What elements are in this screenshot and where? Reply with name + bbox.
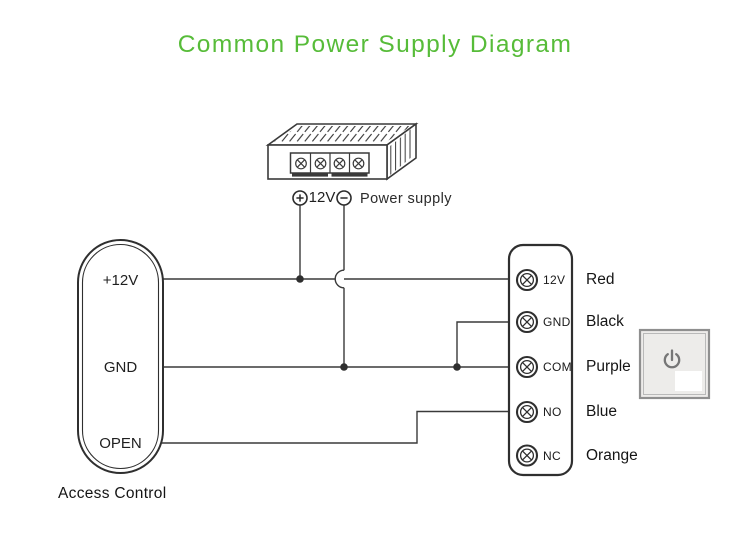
wire-open [162,410,510,444]
power-supply-box [265,122,419,181]
junction-dot [453,363,461,371]
access-terminal-12v: +12V [102,272,139,289]
terminal-label-gnd: GND [543,315,571,329]
wire-crossover-hop [334,269,345,289]
minus-terminal-icon [336,190,352,206]
screw-terminal-icon [515,355,539,379]
wire-color-red: Red [586,271,615,288]
terminal-strip-base [292,173,328,177]
wire-color-blue: Blue [586,403,618,420]
power-icon [663,349,681,369]
junction-dot [340,363,348,371]
terminal-label-no: NO [543,405,562,419]
access-terminal-open: OPEN [99,435,142,452]
access-control-device [77,239,164,474]
screw-terminal-icon [515,310,539,334]
junction-dots [296,275,461,371]
screw-terminal-icon [515,444,539,467]
wire-color-orange: Orange [586,446,638,464]
plus-terminal-icon [292,190,308,206]
terminal-label-nc: NC [543,448,561,463]
screw-terminal-icon [333,157,346,170]
power-supply-voltage: 12V [308,189,336,206]
access-control-caption: Access Control [58,485,167,502]
wire-gnd-jog [456,321,510,367]
box-top-vents [272,126,412,143]
terminal-label-com: COM [543,360,572,374]
wires [162,205,510,444]
page-title: Common Power Supply Diagram [177,31,573,58]
wire-color-purple: Purple [586,358,631,375]
screw-terminal-icon [295,157,307,170]
wire-color-black: Black [586,313,624,330]
power-button [638,328,711,400]
screw-terminal-icon [515,400,539,424]
screw-terminal-icon [314,157,327,170]
terminal-label-12v: 12V [543,273,566,287]
screw-terminal-icon [352,157,365,170]
power-supply-label: Power supply [360,191,452,207]
access-terminal-gnd: GND [103,359,138,376]
terminal-strip-base [331,173,368,177]
junction-dot [296,275,304,283]
screw-terminal-icon [515,268,539,292]
terminal-block [507,243,574,477]
